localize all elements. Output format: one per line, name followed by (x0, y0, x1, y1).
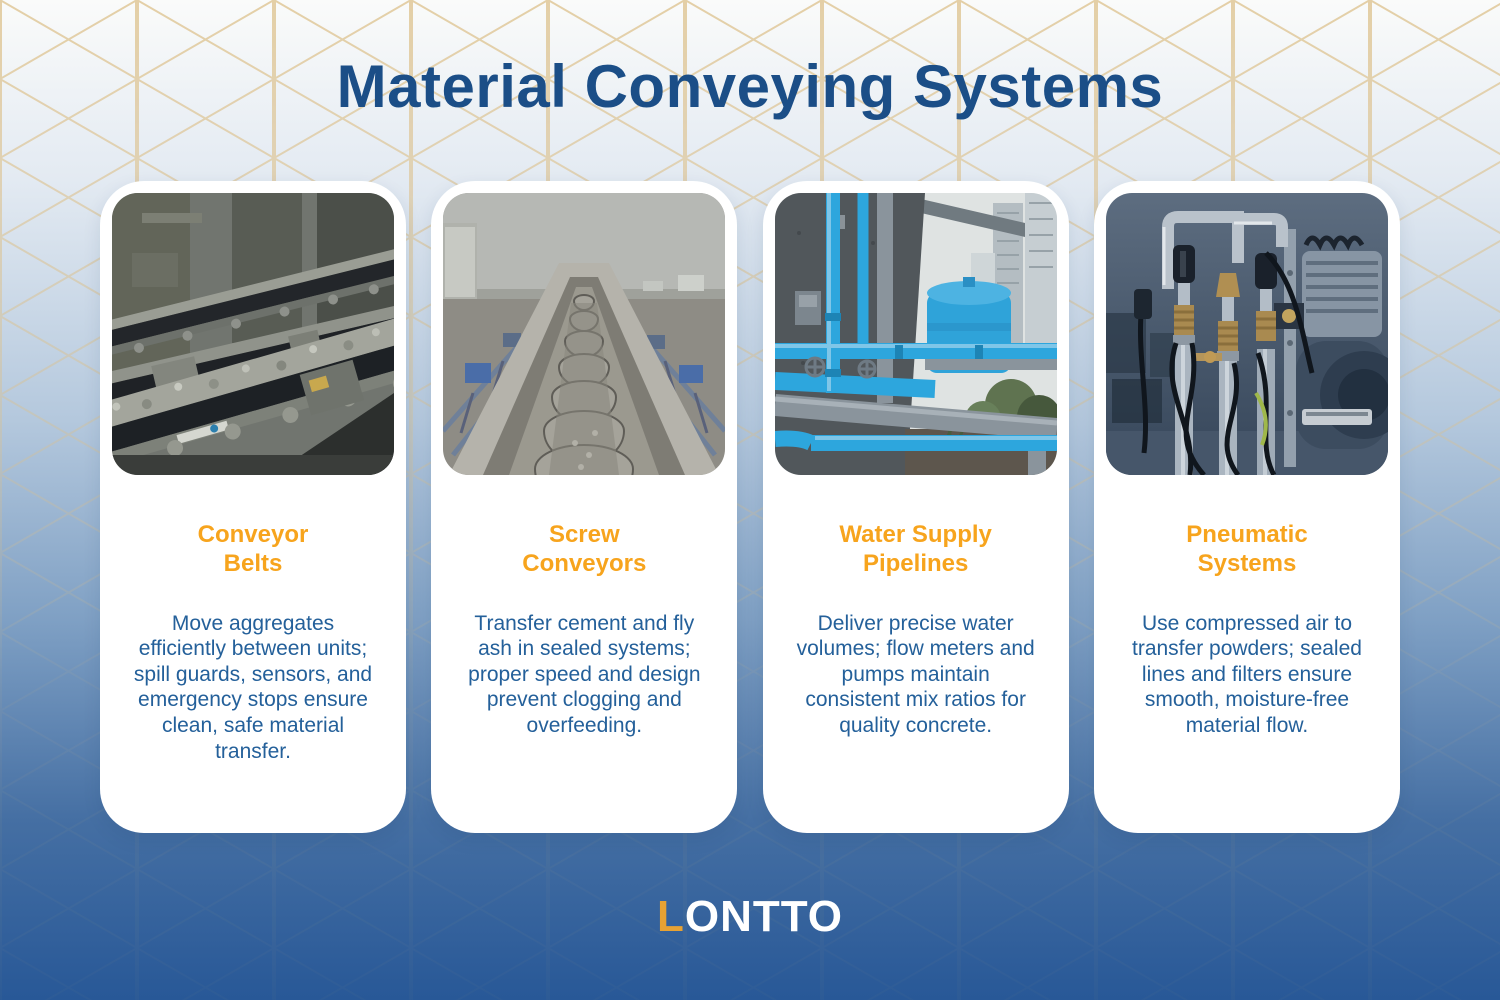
logo-letter-l: L (656, 892, 685, 941)
card-description-conveyor-belts: Move aggregates efficiently between unit… (133, 611, 373, 763)
water-supply-pipelines-photo (774, 193, 1057, 475)
footer: LONTTO (0, 895, 1500, 939)
conveyor-belts-photo (112, 193, 394, 475)
lontto-logo: LONTTO (657, 895, 843, 939)
card-description-water-supply-pipelines: Deliver precise water volumes; flow mete… (796, 611, 1035, 738)
card-pneumatic-systems: Pneumatic Systems Use compressed air to … (1093, 181, 1400, 833)
card-water-supply-pipelines: Water Supply Pipelines Deliver precise w… (762, 181, 1069, 833)
cards-row: Conveyor Belts Move aggregates efficient… (100, 181, 1400, 833)
logo-rest: ONTTO (684, 892, 844, 941)
pneumatic-systems-photo (1105, 193, 1388, 475)
card-description-screw-conveyors: Transfer cement and fly ash in sealed sy… (468, 611, 701, 738)
card-title-water-supply-pipelines: Water Supply Pipelines (839, 521, 992, 577)
card-title-pneumatic-systems: Pneumatic Systems (1186, 521, 1308, 577)
page-title: Material Conveying Systems (336, 53, 1164, 120)
card-conveyor-belts: Conveyor Belts Move aggregates efficient… (100, 181, 406, 833)
card-screw-conveyors: Screw Conveyors Transfer cement and fly … (431, 181, 738, 833)
card-title-screw-conveyors: Screw Conveyors (522, 521, 647, 577)
screw-conveyor-photo (443, 193, 726, 475)
card-title-conveyor-belts: Conveyor Belts (197, 521, 309, 577)
card-description-pneumatic-systems: Use compressed air to transfer powders; … (1132, 611, 1362, 738)
